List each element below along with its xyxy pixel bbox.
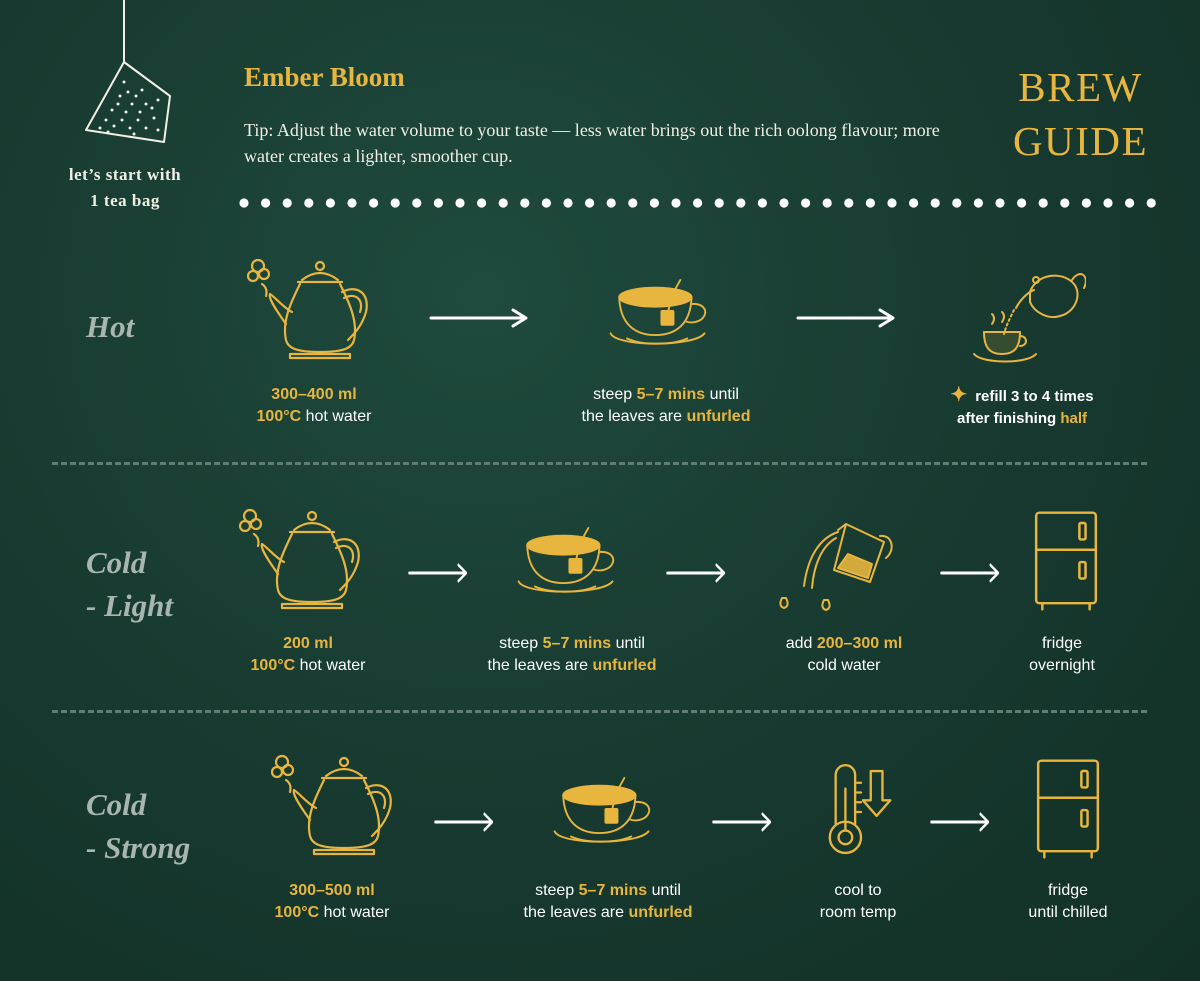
cold-strong-step2-highlight: unfurled [628, 904, 693, 921]
cold-light-step1-rest: hot water [295, 657, 366, 674]
start-line-2: 1 tea bag [90, 191, 160, 210]
hot-step2-caption: steep 5–7 mins until the leaves are unfu… [556, 384, 776, 428]
cold-strong-step1-rest: hot water [319, 904, 390, 921]
teapot-icon [230, 504, 370, 614]
hot-step3-highlight: half [1060, 410, 1087, 427]
teacup-icon [552, 770, 664, 860]
cold-strong-label-2: - Strong [86, 830, 191, 865]
cold-strong-step2-post: until [647, 882, 681, 899]
cold-strong-step3-line2: room temp [819, 904, 897, 921]
product-name: Ember Bloom [244, 62, 405, 92]
hot-step2-post: until [705, 386, 739, 403]
fridge-icon [1030, 508, 1102, 612]
cold-light-step3-amount: 200–300 ml [816, 635, 903, 652]
sparkle-icon: ✦ [950, 384, 968, 406]
cold-strong-step3-caption: cool to room temp [792, 880, 924, 924]
cold-light-step3-line2: cold water [807, 657, 881, 674]
arrow-icon [940, 563, 1000, 583]
cold-strong-step1-amount: 300–500 ml [289, 882, 375, 899]
cold-light-step3-caption: add 200–300 ml cold water [754, 633, 934, 677]
teapot-icon [238, 254, 378, 364]
cold-strong-step1-caption: 300–500 ml 100°C hot water [232, 880, 432, 924]
pouring-teapot-icon [966, 262, 1086, 372]
arrow-icon [666, 563, 726, 583]
row-label-hot: Hot [86, 309, 135, 344]
row-label-cold-strong: Cold - Strong [86, 783, 190, 869]
brew-tip: Tip: Adjust the water volume to your tas… [244, 120, 940, 166]
pitcher-pour-icon [768, 516, 898, 616]
cold-light-step2-highlight: unfurled [592, 657, 657, 674]
cold-light-label-1: Cold [86, 545, 147, 580]
cold-strong-label-1: Cold [86, 787, 147, 822]
hot-step2-highlight: unfurled [686, 408, 751, 425]
teapot-icon [262, 750, 402, 860]
tea-bag-icon [85, 0, 171, 143]
start-line-1: let’s start with [68, 165, 182, 184]
hot-step1-rest: hot water [301, 408, 372, 425]
page-title: BREW GUIDE [1013, 60, 1148, 168]
dotted-divider [239, 198, 1156, 208]
hot-step2-time: 5–7 mins [636, 386, 706, 403]
thermometer-icon [822, 762, 900, 862]
cold-light-step2-line2: the leaves are [487, 657, 593, 674]
arrow-icon [428, 308, 530, 328]
arrow-icon [795, 308, 897, 328]
row-label-cold-light: Cold - Light [86, 541, 173, 627]
hot-step2-line2: the leaves are [581, 408, 687, 425]
cold-light-step2-time: 5–7 mins [542, 635, 612, 652]
cold-light-step1-amount: 200 ml [283, 635, 333, 652]
teacup-icon [608, 272, 720, 362]
hot-step3-caption: ✦ refill 3 to 4 times after finishing hal… [922, 384, 1122, 430]
row-divider [52, 462, 1147, 465]
cold-light-step4-line1: fridge [1041, 635, 1083, 652]
cold-light-step3-pre: add [785, 635, 817, 652]
arrow-icon [930, 812, 990, 832]
cold-strong-step4-caption: fridge until chilled [998, 880, 1138, 924]
cold-strong-step4-line1: fridge [1047, 882, 1089, 899]
hot-step3-line2: after finishing [956, 410, 1061, 427]
hot-step3-line1: refill 3 to 4 times [975, 388, 1094, 405]
teacup-icon [516, 520, 628, 610]
cold-light-label-2: - Light [86, 588, 173, 623]
cold-light-step2-pre: steep [499, 635, 543, 652]
tea-bag-caption: let’s start with 1 tea bag [50, 162, 200, 214]
row-divider [52, 710, 1147, 713]
cold-light-step1-caption: 200 ml 100°C hot water [208, 633, 408, 677]
arrow-icon [408, 563, 468, 583]
arrow-icon [434, 812, 494, 832]
fridge-icon [1032, 756, 1104, 860]
hot-step1-caption: 300–400 ml 100°C hot water [214, 384, 414, 428]
cold-light-step2-post: until [611, 635, 645, 652]
hot-step1-amount: 300–400 ml [271, 386, 357, 403]
cold-strong-step2-caption: steep 5–7 mins until the leaves are unfu… [496, 880, 720, 924]
arrow-icon [712, 812, 772, 832]
hot-step2-pre: steep [593, 386, 637, 403]
cold-light-step4-line2: overnight [1029, 657, 1095, 674]
cold-light-step1-temp: 100°C [250, 657, 296, 674]
cold-light-step4-caption: fridge overnight [1002, 633, 1122, 677]
hot-step1-temp: 100°C [256, 408, 302, 425]
cold-strong-step1-temp: 100°C [274, 904, 320, 921]
title-line-1: BREW [1018, 64, 1143, 110]
title-line-2: GUIDE [1012, 118, 1148, 164]
cold-strong-step2-pre: steep [535, 882, 579, 899]
cold-strong-step2-time: 5–7 mins [578, 882, 648, 899]
cold-strong-step2-line2: the leaves are [523, 904, 629, 921]
cold-strong-step3-line1: cool to [834, 882, 882, 899]
cold-strong-step4-line2: until chilled [1028, 904, 1108, 921]
cold-light-step2-caption: steep 5–7 mins until the leaves are unfu… [460, 633, 684, 677]
